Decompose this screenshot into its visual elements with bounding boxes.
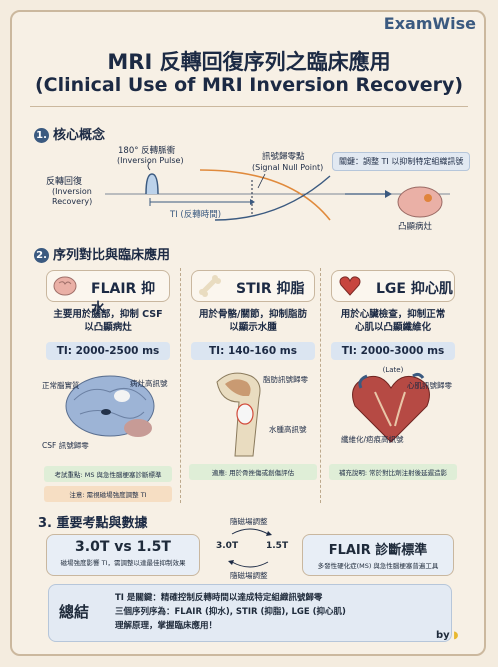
flair-label-parenchyma: 正常腦實質: [42, 381, 80, 390]
null-pointer: [257, 173, 266, 189]
stir-bone-illustration: [216, 372, 261, 457]
flair-desc-line1: 主要用於腦部，抑制 CSF: [53, 309, 163, 320]
section-2-number: 2.: [34, 248, 49, 263]
field-strength-sub: 磁場強度影響 TI，需調整以達最佳抑制效果: [60, 559, 186, 567]
section-1-title: 核心概念: [53, 128, 106, 143]
lge-ti-text: TI: 2000-3000 ms: [341, 345, 445, 357]
lge-desc-line2: 心肌以凸顯纖維化: [354, 322, 431, 333]
heart-icon: [339, 276, 361, 296]
lge-description: 用於心臟檢查，抑制正常 心肌以凸顯纖維化: [323, 308, 463, 334]
lge-header: LGE 抑心肌: [331, 270, 455, 302]
summary-line-2: 三個序列序為：FLAIR (抑水), STIR (抑脂), LGE (抑心肌): [115, 607, 346, 617]
flair-criteria-card: FLAIR 診斷標準 多發性硬化症(MS) 與急性腦梗塞普遍工具: [302, 534, 454, 576]
ir-label-en2: Recovery): [52, 197, 93, 206]
section-3-title: 重要考點與數據: [56, 516, 148, 531]
section-2-title: 序列對比與臨床應用: [53, 248, 171, 263]
lesion-arrow-head: [385, 190, 392, 198]
stir-header: STIR 抑脂: [191, 270, 315, 302]
column-divider-1: [180, 268, 181, 503]
cycle-bottom-label: 隨磁場調整: [230, 571, 268, 580]
stir-desc-line2: 以顯示水腫: [229, 322, 277, 333]
section-3-heading: 3. 重要考點與數據: [38, 512, 148, 531]
inversion-diagram: [105, 161, 450, 221]
column-divider-2: [320, 268, 321, 503]
lge-label-myocardium: 心肌訊號歸零: [407, 381, 452, 390]
flair-label-lesion: 病灶高訊號: [130, 379, 168, 388]
summary-text: TI 是關鍵：精確控制反轉時間以達成特定組織訊號歸零 三個序列序為：FLAIR …: [115, 591, 346, 633]
inversion-pulse-label: 180° 反轉脈衝: [118, 146, 176, 156]
inversion-pulse-en: (Inversion Pulse): [117, 156, 184, 165]
summary-box: 總結 TI 是關鍵：精確控制反轉時間以達成特定組織訊號歸零 三個序列序為：FLA…: [48, 584, 452, 642]
summary-label: 總結: [59, 603, 90, 621]
lesion-dot: [424, 194, 432, 202]
flair-description: 主要用於腦部，抑制 CSF 以凸顯病灶: [38, 308, 178, 334]
lge-desc-line1: 用於心臟檢查，抑制正常: [340, 309, 446, 320]
byline: by ◗: [436, 630, 458, 641]
lesion-label: 凸顯病灶: [398, 222, 433, 232]
page-subtitle: (Clinical Use of MRI Inversion Recovery): [34, 74, 464, 96]
flair-brain-illustration: [65, 375, 155, 437]
stir-note: 適應: 用於骨挫傷或創傷評估: [189, 464, 317, 480]
cycle-right-label: 1.5T: [266, 541, 289, 551]
flair-criteria-title: FLAIR 診斷標準: [328, 543, 428, 558]
flair-header: FLAIR 抑水: [46, 270, 170, 317]
lge-ti-note: (Late): [382, 366, 404, 374]
flair-note-exam: 考試重點: MS 與急性腦梗塞診斷標準: [44, 466, 172, 482]
cycle-top-label: 隨磁場調整: [230, 517, 268, 526]
stir-ti-value: TI: 140-160 ms: [191, 342, 315, 360]
pulse-shape: [145, 173, 159, 195]
summary-line-1: TI 是關鍵：精確控制反轉時間以達成特定組織訊號歸零: [115, 593, 323, 603]
section-2-heading: 2. 序列對比與臨床應用: [34, 244, 170, 263]
lge-title: LGE 抑心肌: [376, 281, 453, 297]
null-point-label: 訊號歸零點: [262, 152, 305, 162]
brain-icon: [53, 276, 77, 296]
title-divider: [30, 106, 468, 107]
stir-desc-line1: 用於骨骼/關節，抑制脂肪: [199, 309, 307, 320]
summary-line-3: 理解原理，掌握臨床應用！: [115, 621, 218, 631]
lge-label-fibrosis: 纖維化/疤痕高訊號: [341, 435, 404, 444]
flair-note-caution: 注意: 需視磁場強度調整 TI: [44, 486, 172, 502]
stir-description: 用於骨骼/關節，抑制脂肪 以顯示水腫: [183, 308, 323, 334]
recovery-curve-down: [199, 169, 331, 221]
null-point-en: (Signal Null Point): [252, 163, 324, 172]
cycle-left-label: 3.0T: [216, 541, 239, 551]
column-stir: STIR 抑脂 用於骨骼/關節，抑制脂肪 以顯示水腫 TI: 140-160 m…: [183, 264, 323, 508]
ir-label: 反轉回復: [46, 177, 83, 187]
ir-label-en1: (Inversion: [52, 187, 92, 196]
pulse-pointer: [147, 161, 151, 171]
ti-arrow-head: [250, 199, 255, 205]
lge-ti-value: TI: 2000-3000 ms (Late): [331, 342, 455, 374]
brand-logo: ExamWise: [383, 14, 476, 33]
field-strength-card: 3.0T vs 1.5T 磁場強度影響 TI，需調整以達最佳抑制效果: [46, 534, 200, 576]
flair-criteria-sub: 多發性硬化症(MS) 與急性腦梗塞普遍工具: [317, 562, 439, 570]
flair-desc-line2: 以凸顯病灶: [84, 322, 132, 333]
lge-note: 補充說明: 常於對比劑注射後延遲造影: [329, 464, 457, 480]
stir-label-edema: 水腫高訊號: [269, 425, 307, 434]
page-title: MRI 反轉回復序列之臨床應用: [107, 50, 391, 74]
byline-text: by: [436, 630, 450, 641]
cycle-diagram: [228, 528, 272, 568]
column-lge: LGE 抑心肌 用於心臟檢查，抑制正常 心肌以凸顯纖維化 TI: 2000-30…: [323, 264, 463, 508]
column-flair: FLAIR 抑水 主要用於腦部，抑制 CSF 以凸顯病灶 TI: 2000-25…: [38, 264, 178, 508]
flair-title: FLAIR 抑水: [91, 281, 156, 317]
key-tag: 關鍵：調整 TI 以抑制特定組織訊號: [332, 152, 471, 171]
ti-label: TI (反轉時間): [170, 210, 222, 220]
stir-title: STIR 抑脂: [236, 281, 305, 297]
lge-heart-illustration: [352, 372, 430, 443]
section-1-number: 1.: [34, 128, 49, 143]
recovery-curve-up: [214, 175, 331, 221]
flair-ti-value: TI: 2000-2500 ms: [46, 342, 170, 360]
section-1-heading: 1. 核心概念: [34, 124, 105, 143]
bone-icon: [199, 275, 221, 297]
section-3-number: 3.: [38, 516, 52, 531]
stir-label-fat: 脂肪訊號歸零: [263, 375, 308, 384]
brain-lesion-icon: [397, 186, 443, 218]
banana-icon: ◗: [453, 630, 459, 641]
flair-label-csf: CSF 訊號歸零: [42, 441, 89, 450]
field-strength-title: 3.0T vs 1.5T: [75, 539, 171, 555]
